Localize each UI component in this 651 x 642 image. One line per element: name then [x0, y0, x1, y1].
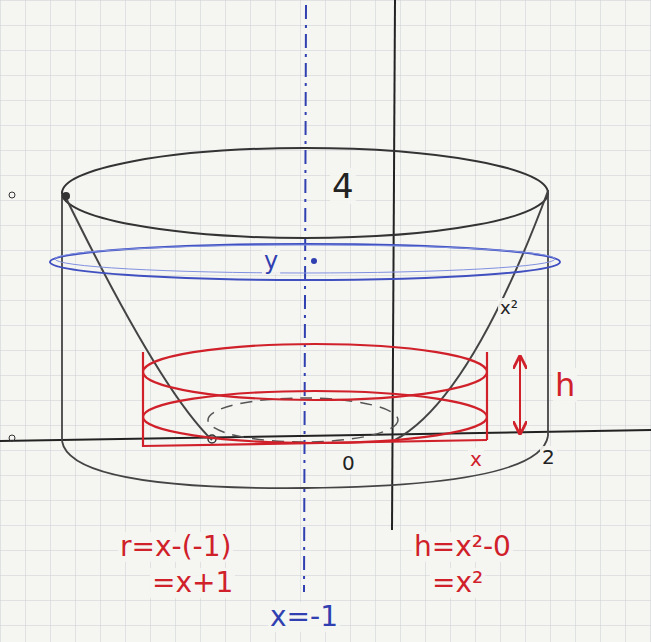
- x-axis: [0, 430, 651, 441]
- radius-point-label: x: [468, 448, 484, 470]
- shell-side: [486, 352, 488, 440]
- shell-bottom: [143, 391, 487, 443]
- axis-value: 4: [330, 168, 356, 204]
- parabola-curve: [65, 196, 212, 440]
- height-arrow: [519, 358, 521, 432]
- disk-slice: [55, 245, 555, 273]
- cylinder-side: [61, 195, 63, 441]
- point: [62, 192, 70, 200]
- axis-of-rotation: [304, 5, 306, 592]
- tick-mark: [9, 192, 15, 198]
- disk-slice: [50, 244, 560, 280]
- axis-equation: x=-1: [268, 602, 340, 632]
- inner-ellipse: [208, 398, 398, 442]
- tick-mark: [9, 435, 15, 441]
- cylinder-side: [547, 190, 549, 436]
- formula: =x²: [430, 568, 485, 598]
- formula: h=x²-0: [412, 532, 513, 562]
- formula: =x+1: [150, 568, 235, 598]
- bottom-ellipse: [62, 436, 548, 488]
- curve-label: x²: [498, 298, 520, 318]
- height-label: h: [553, 368, 577, 402]
- parabola-curve: [395, 191, 548, 440]
- point: [311, 258, 317, 264]
- shell-side: [142, 352, 144, 447]
- variable-label: y: [262, 248, 280, 274]
- y-axis: [392, 0, 395, 530]
- formula: r=x-(-1): [118, 532, 233, 562]
- shell-radius: [143, 440, 487, 446]
- axis-value: 2: [540, 446, 557, 468]
- origin-label: 0: [340, 452, 357, 474]
- top-ellipse: [62, 148, 548, 238]
